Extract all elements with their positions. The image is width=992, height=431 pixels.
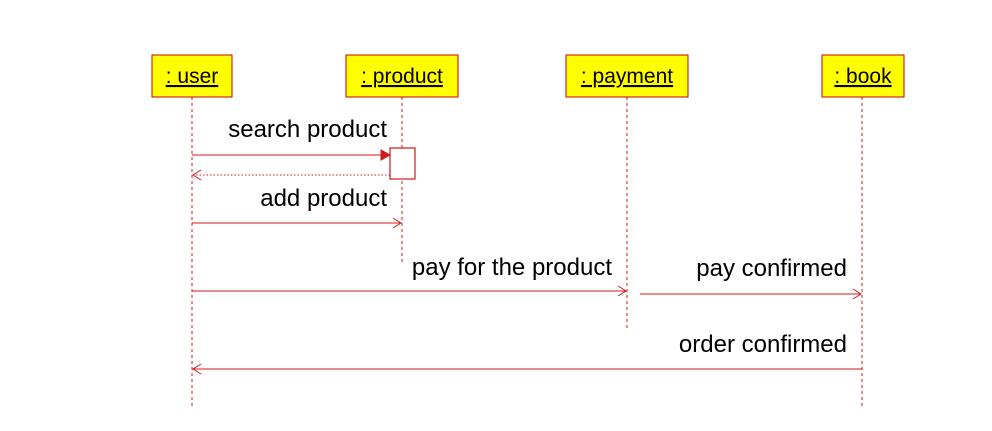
object-user[interactable]: : user bbox=[151, 54, 233, 98]
object-book[interactable]: : book bbox=[821, 54, 905, 98]
arrowhead-open bbox=[617, 285, 627, 297]
arrowhead-open bbox=[392, 217, 402, 229]
message-add-product[interactable]: add product bbox=[192, 185, 402, 229]
object-product[interactable]: : product bbox=[345, 54, 459, 98]
message-pay-confirmed[interactable]: pay confirmed bbox=[640, 255, 862, 300]
object-user-label: : user bbox=[166, 65, 219, 88]
object-book-label: : book bbox=[834, 65, 892, 88]
message-label: add product bbox=[260, 185, 387, 212]
message-label: order confirmed bbox=[679, 331, 847, 358]
object-payment-label: : payment bbox=[581, 65, 673, 88]
object-payment[interactable]: : payment bbox=[565, 54, 689, 98]
activation-product bbox=[389, 147, 416, 180]
arrowhead-open bbox=[852, 288, 862, 300]
message-order-confirmed[interactable]: order confirmed bbox=[192, 331, 862, 375]
message-label: pay for the product bbox=[412, 254, 612, 281]
message-pay-for-the-product[interactable]: pay for the product bbox=[192, 254, 627, 297]
message-return[interactable] bbox=[192, 169, 390, 181]
object-product-label: : product bbox=[361, 65, 443, 88]
arrowhead-filled bbox=[380, 149, 392, 161]
message-label: search product bbox=[228, 116, 387, 143]
arrowhead-open bbox=[192, 169, 202, 181]
arrowhead-open bbox=[192, 363, 202, 375]
message-label: pay confirmed bbox=[696, 255, 847, 282]
message-search-product[interactable]: search product bbox=[192, 116, 392, 161]
